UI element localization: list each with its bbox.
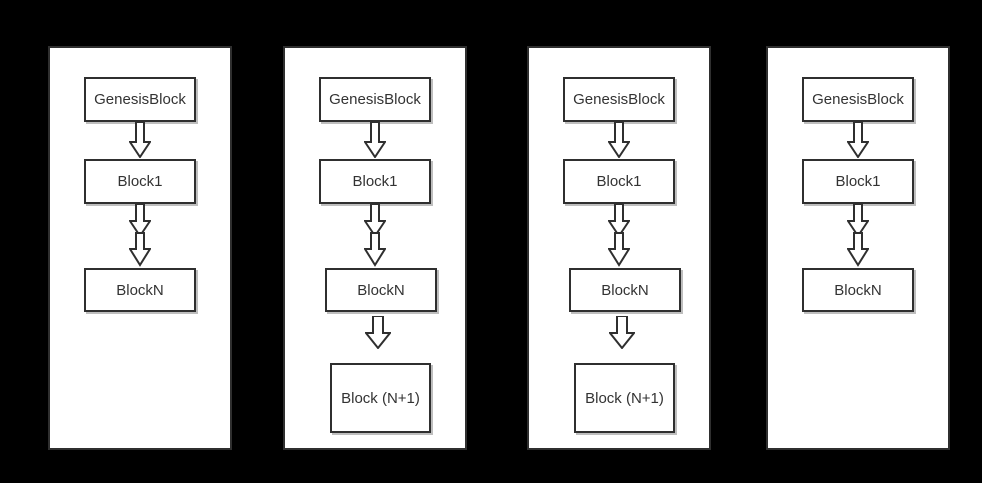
- arrow-down-icon: [847, 122, 869, 158]
- wide-arrow-down-icon: [365, 316, 391, 349]
- double-arrow-down-icon: [608, 204, 630, 267]
- node-panel-4: GenesisBlock Block1 BlockN: [766, 46, 950, 450]
- block-blockn: BlockN: [569, 268, 681, 312]
- block-blockn: BlockN: [325, 268, 437, 312]
- block-block1: Block1: [319, 159, 431, 204]
- double-arrow-down-icon: [847, 204, 869, 267]
- arrow-down-icon: [608, 122, 630, 158]
- double-arrow-down-icon: [364, 204, 386, 267]
- block-block1: Block1: [802, 159, 914, 204]
- block-genesisblock: GenesisBlock: [319, 77, 431, 122]
- block-blockn: BlockN: [802, 268, 914, 312]
- block-genesisblock: GenesisBlock: [84, 77, 196, 122]
- block-block-n-plus-1: Block (N+1): [574, 363, 675, 433]
- block-genesisblock: GenesisBlock: [563, 77, 675, 122]
- node-panel-2: GenesisBlock Block1 BlockN Block (N+1): [283, 46, 467, 450]
- arrow-down-icon: [364, 122, 386, 158]
- block-genesisblock: GenesisBlock: [802, 77, 914, 122]
- wide-arrow-down-icon: [609, 316, 635, 349]
- block-block1: Block1: [84, 159, 196, 204]
- node-panel-3: GenesisBlock Block1 BlockN Block (N+1): [527, 46, 711, 450]
- node-panel-1: GenesisBlock Block1 BlockN: [48, 46, 232, 450]
- double-arrow-down-icon: [129, 204, 151, 267]
- block-blockn: BlockN: [84, 268, 196, 312]
- block-block-n-plus-1: Block (N+1): [330, 363, 431, 433]
- block-block1: Block1: [563, 159, 675, 204]
- arrow-down-icon: [129, 122, 151, 158]
